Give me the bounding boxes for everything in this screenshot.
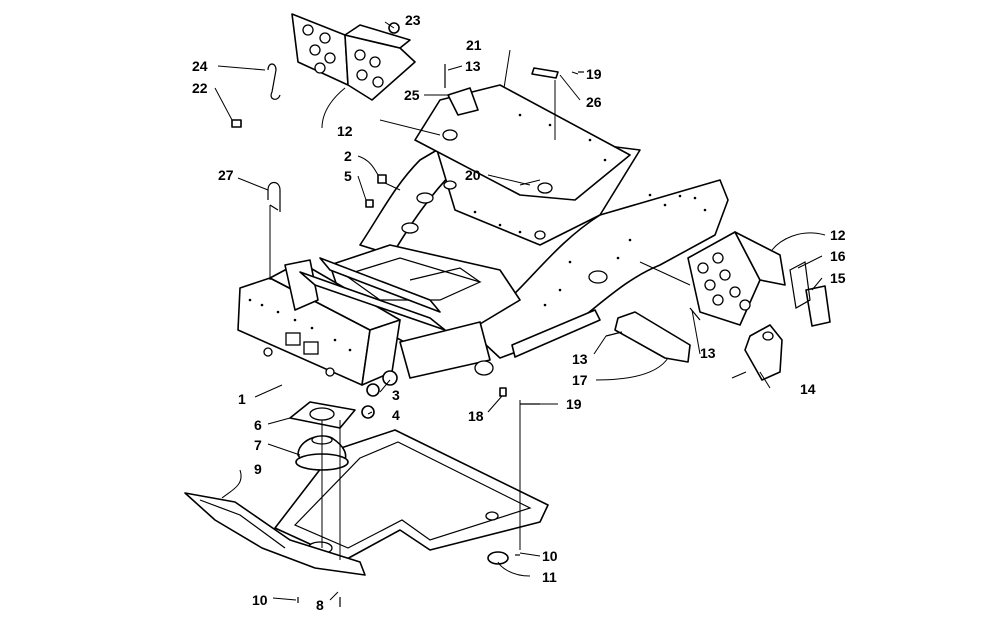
callout-12-right: 12 — [830, 227, 846, 243]
callout-22: 22 — [192, 80, 208, 96]
skid-plate — [184, 492, 366, 576]
bracket-15 — [805, 285, 831, 327]
callout-10-bottom: 10 — [252, 592, 268, 608]
callout-7: 7 — [254, 437, 262, 453]
callout-25: 25 — [404, 87, 420, 103]
tunnel-plate — [414, 84, 631, 201]
callout-13-middle: 13 — [572, 351, 588, 367]
footrest-right — [687, 231, 786, 326]
callout-19-bottom: 19 — [566, 396, 582, 412]
callout-4: 4 — [392, 407, 400, 423]
bracket-17 — [614, 311, 691, 363]
callout-5: 5 — [344, 168, 352, 184]
callout-9: 9 — [254, 461, 262, 477]
callout-14: 14 — [800, 381, 816, 397]
bulkhead-rivets — [248, 298, 352, 352]
callout-18: 18 — [468, 408, 484, 424]
chassis-rivets — [473, 193, 707, 307]
callout-21: 21 — [466, 37, 482, 53]
footrest-left — [291, 13, 416, 101]
front-bulkhead — [237, 257, 494, 386]
callout-24: 24 — [192, 58, 208, 74]
hardware — [231, 22, 747, 607]
callout-6: 6 — [254, 417, 262, 433]
callout-15: 15 — [830, 270, 846, 286]
plate-16 — [789, 261, 811, 309]
callouts: 1 2 3 4 5 6 7 8 9 10 10 11 12 12 13 13 1… — [192, 12, 846, 613]
callout-11: 11 — [542, 569, 557, 585]
callout-19-top: 19 — [586, 66, 602, 82]
callout-23: 23 — [405, 12, 421, 28]
callout-3: 3 — [392, 387, 400, 403]
callout-27: 27 — [218, 167, 234, 183]
callout-17: 17 — [572, 372, 588, 388]
assembly-lines — [269, 80, 691, 560]
callout-1: 1 — [238, 391, 246, 407]
callout-10-right: 10 — [542, 548, 558, 564]
callout-leaders — [214, 21, 826, 601]
callout-26: 26 — [586, 94, 602, 110]
bracket-14 — [744, 324, 783, 381]
callout-20: 20 — [465, 167, 481, 183]
callout-12-left: 12 — [337, 123, 353, 139]
callout-2: 2 — [344, 148, 352, 164]
callout-13-top: 13 — [465, 58, 481, 74]
callout-8: 8 — [316, 597, 324, 613]
callout-13-right: 13 — [700, 345, 716, 361]
callout-16: 16 — [830, 248, 846, 264]
